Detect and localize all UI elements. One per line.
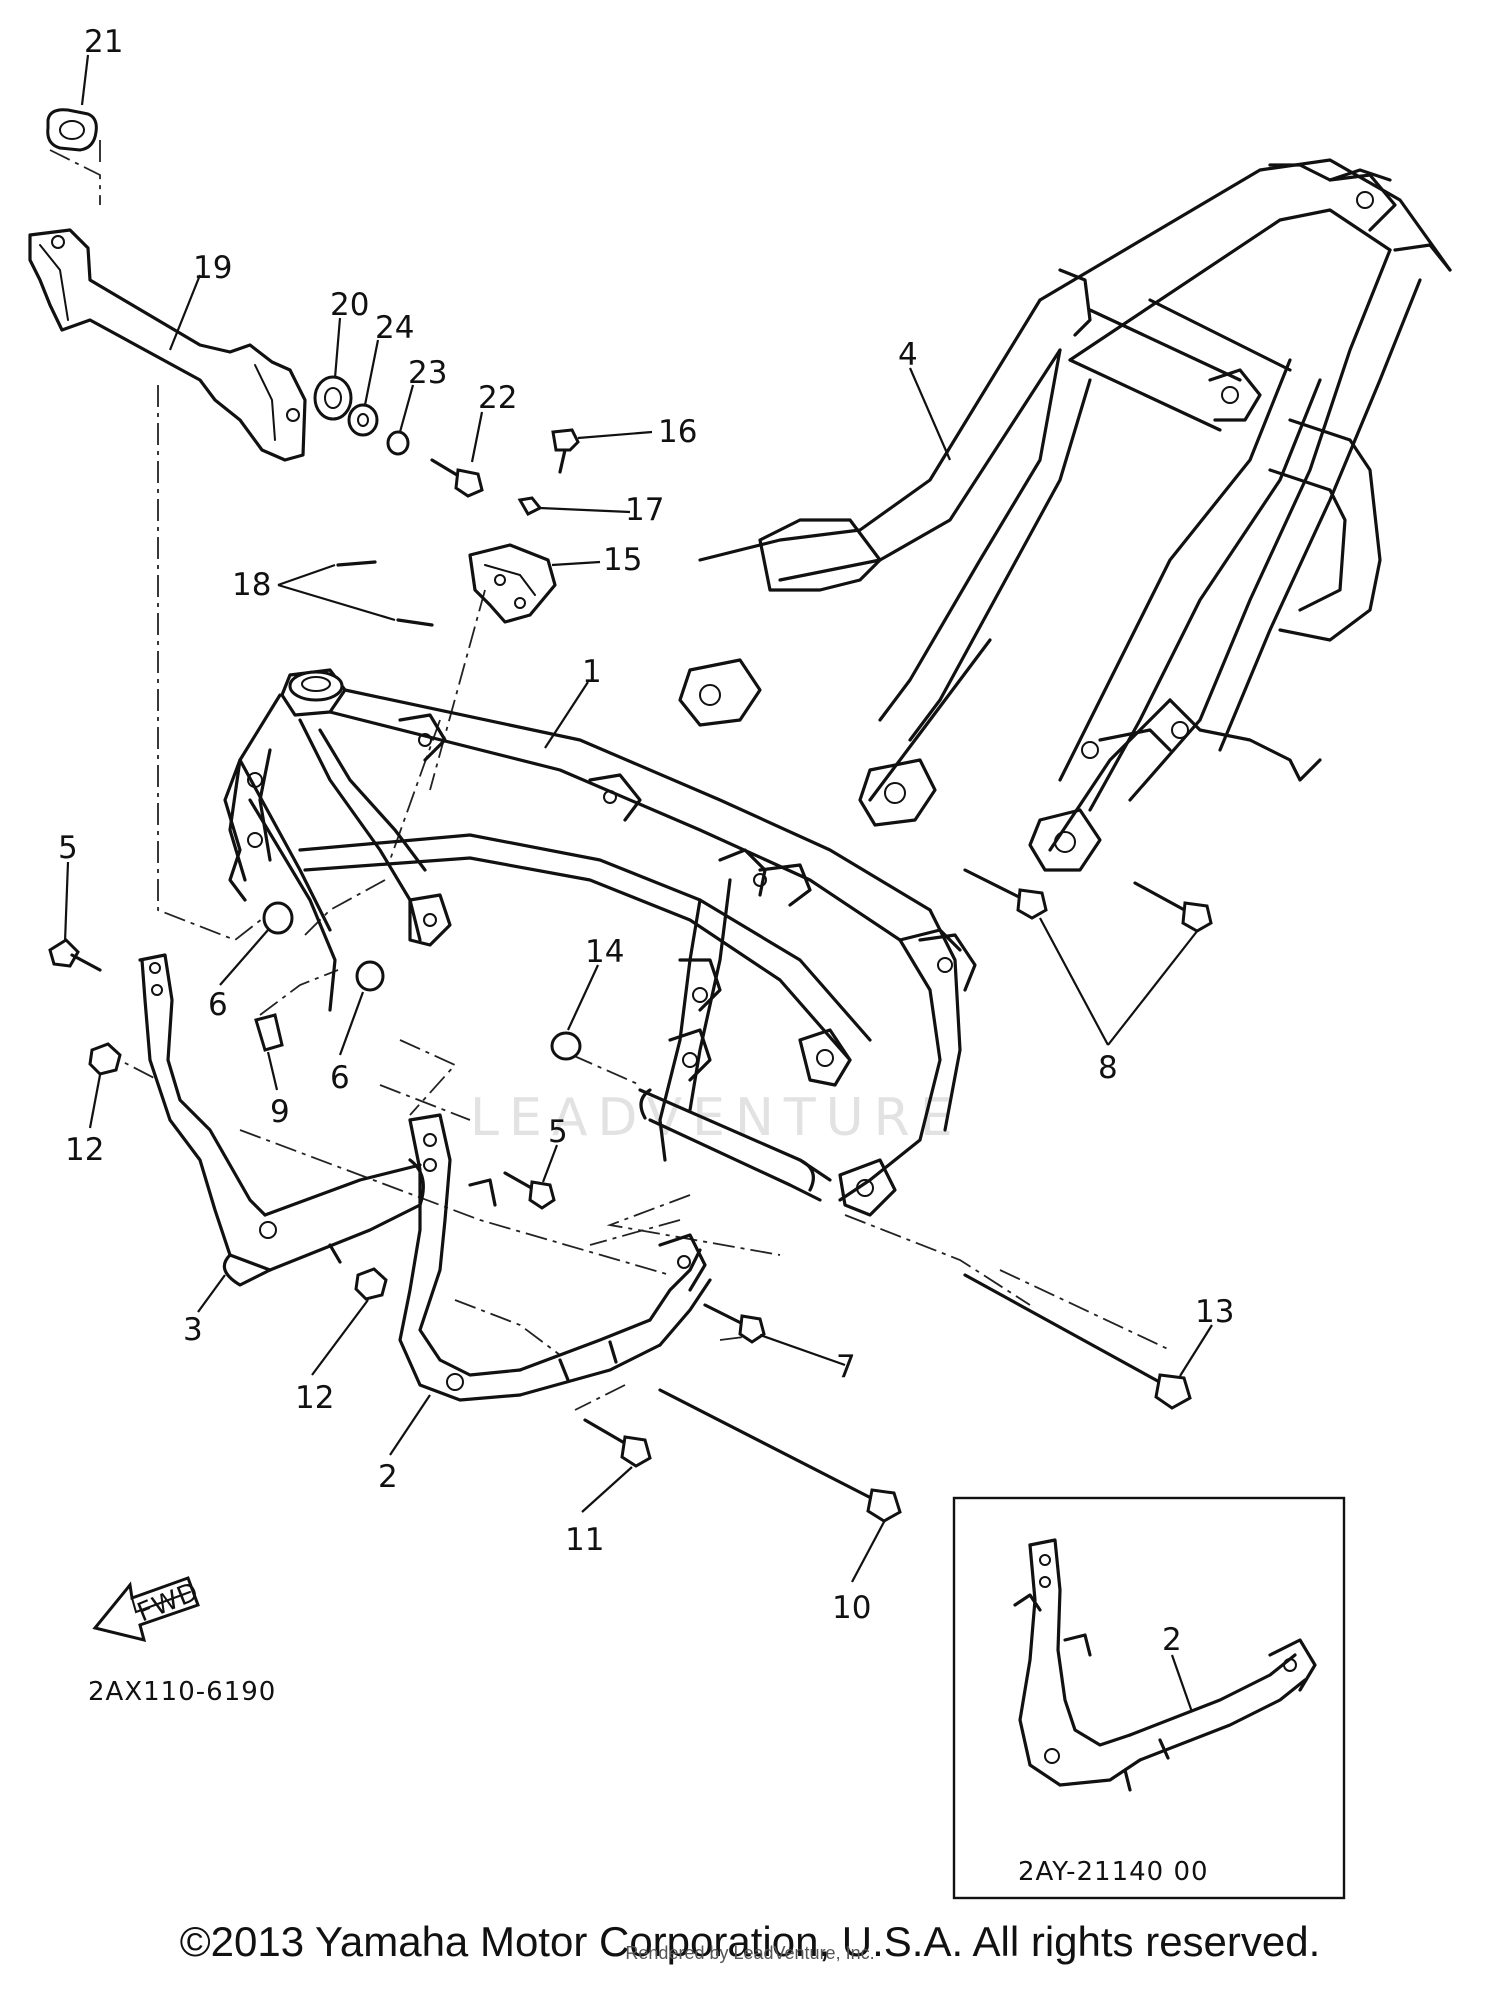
callout-6-center: 6 (330, 1060, 350, 1096)
part-17-clip (517, 496, 543, 516)
part-5-bolt-center (503, 1171, 556, 1210)
callout-21: 21 (84, 24, 123, 60)
callout-3: 3 (183, 1312, 203, 1348)
callout-18: 18 (232, 567, 271, 603)
part-21-rubber (46, 108, 98, 152)
part-18-pins (336, 560, 434, 627)
part-6-nuts (262, 901, 385, 992)
part-11-bolt (583, 1418, 652, 1468)
callout-15: 15 (603, 542, 642, 578)
watermark: LEADVENTURE (470, 1088, 963, 1148)
part-19-bracket (28, 228, 307, 462)
callout-9: 9 (270, 1094, 290, 1130)
part-3-down-tube (138, 953, 425, 1287)
callout-4: 4 (898, 337, 918, 373)
rendered-by-notice: Rendered by LeadVenture, Inc. (625, 1943, 875, 1963)
part-2-down-tube (398, 1113, 712, 1402)
part-8-bolts (963, 868, 1213, 933)
leader-lines (63, 54, 1213, 1583)
inset-code: 2AY-21140 00 (1018, 1857, 1209, 1887)
callout-5-left: 5 (58, 830, 78, 866)
part-20-damper (313, 375, 353, 421)
callout-2: 2 (378, 1459, 398, 1495)
callout-17: 17 (625, 492, 664, 528)
callout-6-left: 6 (208, 987, 228, 1023)
callout-11: 11 (565, 1522, 604, 1558)
part-14-nut (550, 1031, 582, 1061)
callout-19: 19 (193, 250, 232, 286)
part-7-bolt (703, 1303, 766, 1344)
part-5-bolt-left (48, 938, 102, 972)
callout-12-left: 12 (65, 1132, 104, 1168)
part-4-rear-frame (678, 158, 1452, 872)
part-12-nuts (88, 1042, 388, 1301)
part-23-nut (386, 430, 410, 456)
callout-labels: 21 19 20 24 23 22 16 17 15 18 1 4 5 6 6 … (58, 24, 1234, 1626)
inset-part-2-down-tube (1013, 1538, 1317, 1792)
callout-1: 1 (582, 654, 602, 690)
callout-13: 13 (1195, 1294, 1234, 1330)
callout-5-center: 5 (548, 1114, 568, 1150)
callout-22: 22 (478, 380, 517, 416)
callout-23: 23 (408, 355, 447, 391)
inset-callout-2: 2 (1162, 1622, 1182, 1658)
part-22-bolt (430, 458, 484, 498)
callout-16: 16 (658, 414, 697, 450)
part-1-main-frame (223, 668, 977, 1217)
assembly-lines (49, 140, 1171, 1411)
callout-10: 10 (832, 1590, 871, 1626)
callout-8: 8 (1098, 1050, 1118, 1086)
callout-7: 7 (836, 1349, 856, 1385)
inset-panel: 2 2AY-21140 00 (952, 1496, 1346, 1900)
part-16-screw (551, 428, 580, 474)
callout-20: 20 (330, 287, 369, 323)
callout-14: 14 (585, 934, 624, 970)
copyright-notice: ©2013 Yamaha Motor Corporation, U.S.A. A… (179, 1918, 1321, 1965)
callout-12-center: 12 (295, 1380, 334, 1416)
part-24-washer (347, 403, 379, 437)
part-15-bracket (468, 543, 557, 624)
part-13-bolt (963, 1273, 1192, 1410)
diagram-code: 2AX110-6190 (88, 1677, 276, 1707)
part-10-bolt (658, 1388, 902, 1523)
part-9-bushing (254, 1013, 284, 1052)
forward-arrow-icon: FWD (92, 1576, 204, 1643)
callout-24: 24 (375, 310, 414, 346)
